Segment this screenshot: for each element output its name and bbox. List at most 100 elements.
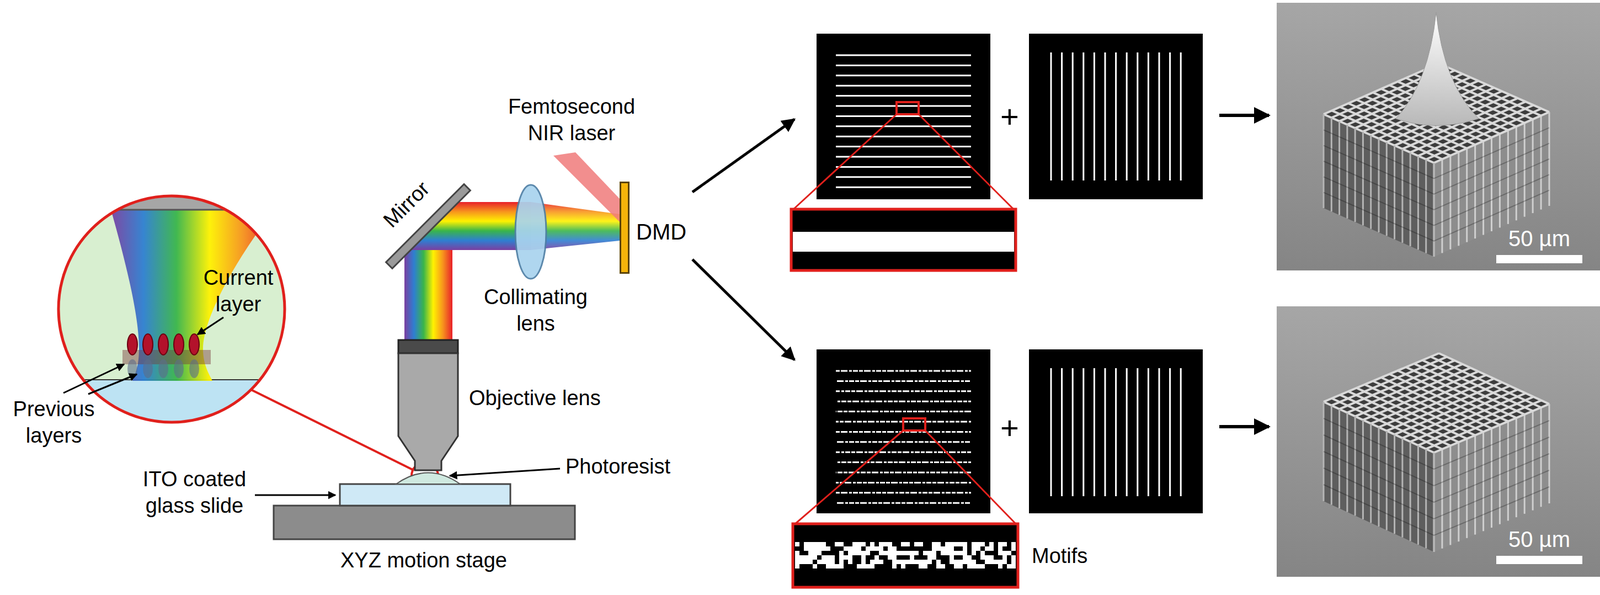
motif-pixel [918, 559, 924, 564]
motif-pixel [874, 559, 879, 564]
motif-line [835, 370, 972, 372]
motif-pixel [984, 555, 990, 560]
motif-pixel [830, 559, 835, 564]
layer-line [1323, 451, 1550, 503]
scale-label: 50 µm [1495, 224, 1584, 253]
motif-pixel [817, 546, 822, 551]
pattern-line [1147, 368, 1150, 496]
lattice-cube [1323, 12, 1550, 257]
motif-pixel [967, 563, 972, 569]
motif-pixel [803, 555, 809, 560]
objective-body [398, 353, 458, 471]
motif-pixel [962, 546, 968, 551]
layer-line [1323, 158, 1550, 210]
motif-pixel [870, 559, 875, 564]
motif-pixel [870, 546, 875, 551]
motif-pixel [870, 541, 875, 547]
motion-stage [273, 505, 575, 540]
motif-pixel [980, 541, 985, 547]
shape-ellipse [142, 333, 153, 355]
motif-pixel [892, 563, 897, 569]
pattern-line [835, 156, 972, 158]
motif-pixel [931, 546, 937, 551]
zoom-marker [896, 102, 919, 115]
motif-pixel [949, 541, 954, 547]
motif-pixel [892, 559, 897, 564]
motif-pixel [958, 541, 963, 547]
leader-arrow [254, 494, 336, 496]
motif-pixel [821, 555, 826, 560]
motif-pixel [905, 559, 910, 564]
motif-pixel [874, 546, 879, 551]
motif-pixel [971, 546, 976, 551]
motif-pixel [1002, 550, 1007, 556]
motif-pixel [878, 550, 884, 556]
zoom-outline [58, 195, 285, 423]
motif-pixel [803, 541, 809, 547]
result-arrows [1219, 115, 1269, 427]
motif-pixel [914, 541, 919, 547]
pattern-line [1126, 368, 1128, 496]
motif-pixel [931, 550, 937, 556]
motif-pixel [795, 550, 800, 556]
motif-pixel [848, 559, 853, 564]
part-label: Objective lens [468, 385, 601, 412]
motif-pixel [927, 550, 932, 556]
pattern-line [1115, 368, 1117, 496]
motif-pixel [923, 563, 928, 569]
collimating-lens [515, 184, 547, 279]
motif-pixel [980, 563, 985, 569]
motif-pixel [795, 559, 800, 564]
pattern-line [1180, 52, 1182, 181]
scale-label: 50 µm [1495, 525, 1584, 553]
pattern-panel [1028, 33, 1203, 200]
flow-arrow [692, 119, 795, 192]
motif-pixel [909, 555, 915, 560]
pattern-line [1104, 368, 1107, 496]
part-label: Previous layers [5, 396, 103, 449]
scale-bar [1496, 254, 1583, 264]
pattern-line [835, 115, 972, 117]
pattern-line [1060, 52, 1063, 181]
motif-pixel [1011, 546, 1016, 551]
motif-pixel [825, 546, 831, 551]
inset-panel [791, 209, 1016, 271]
motif-pixel [861, 563, 866, 569]
motif-pixel [998, 563, 1003, 569]
callout-label: Current layer [196, 264, 280, 318]
motif-line [835, 410, 972, 413]
motif-pixel [940, 550, 946, 556]
part-label: Femtosecond NIR laser [502, 93, 641, 147]
motif-pixel [1006, 563, 1012, 569]
motif-pixel [967, 555, 972, 560]
current-voxels [127, 333, 200, 355]
motif-pixel [795, 555, 800, 560]
pattern-line [835, 94, 972, 97]
motif-pixel [971, 559, 976, 564]
motif-pixel [900, 541, 906, 547]
motif-pixel [971, 541, 976, 547]
motif-pixel [812, 546, 818, 551]
motif-pixel [976, 541, 981, 547]
motif-pixel [808, 559, 813, 564]
motif-pixel [958, 559, 963, 564]
pattern-line [1082, 368, 1085, 496]
plus-sign: + [993, 407, 1027, 448]
photoresist-drop [396, 472, 461, 485]
motif-pixel [949, 546, 954, 551]
zoom-marker [903, 418, 926, 431]
plus-sign: + [993, 96, 1027, 137]
resist-ground [55, 187, 293, 431]
motif-pixel [830, 563, 835, 569]
motif-pixel [848, 555, 853, 560]
motif-pixel [834, 541, 840, 547]
defect-spike [1395, 12, 1479, 126]
motif-pixel [976, 563, 981, 569]
motif-pixel [896, 559, 901, 564]
motif-pixel [940, 563, 946, 569]
motif-pixel [931, 541, 937, 547]
pattern-line [1072, 52, 1074, 181]
motif-pixel [1011, 559, 1016, 564]
pattern-line [835, 186, 972, 189]
